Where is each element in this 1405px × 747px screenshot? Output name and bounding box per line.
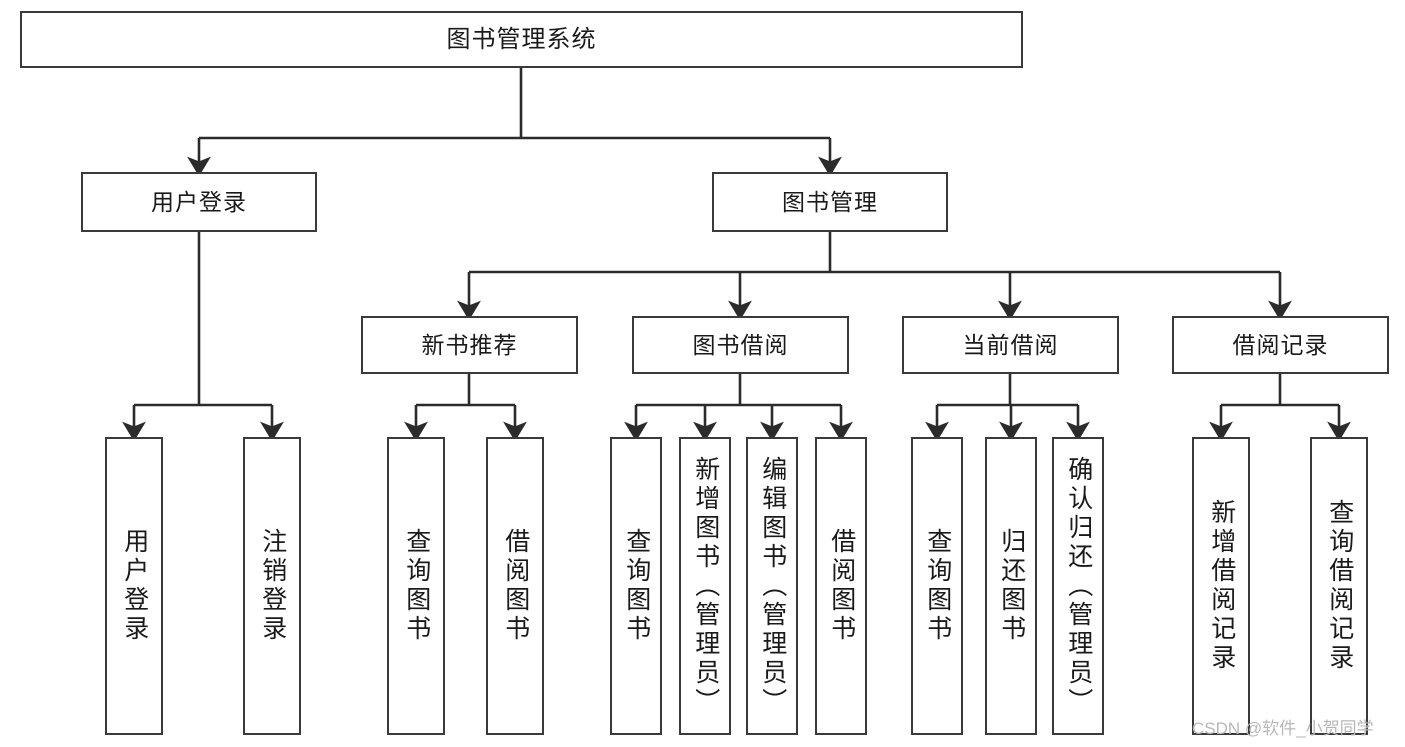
node-leaf-borrow-book[interactable]: 借阅图书 xyxy=(815,437,867,735)
node-borrow-record-label: 借阅记录 xyxy=(1232,331,1329,358)
node-book-borrow-label: 图书借阅 xyxy=(692,331,789,358)
node-user-login-label: 用户登录 xyxy=(151,188,247,215)
csdn-watermark: CSDN @软件_小贺同学 xyxy=(1192,719,1374,738)
node-user-login[interactable]: 用户登录 xyxy=(81,172,317,232)
connectors-current-to-leaves xyxy=(925,374,1090,442)
node-book-management-label: 图书管理 xyxy=(782,188,878,215)
node-book-borrow[interactable]: 图书借阅 xyxy=(632,316,849,374)
node-leaf-query-book-cur-label: 查询图书 xyxy=(923,528,952,644)
node-leaf-edit-book-admin[interactable]: 编辑图书（管理员） xyxy=(746,437,798,735)
node-leaf-query-book-cur[interactable]: 查询图书 xyxy=(911,437,963,735)
node-leaf-confirm-return-admin[interactable]: 确认归还（管理员） xyxy=(1052,437,1104,735)
node-leaf-query-record-label: 查询借阅记录 xyxy=(1325,499,1354,673)
node-leaf-query-book-rec-label: 查询图书 xyxy=(402,528,431,644)
node-leaf-query-book-borrow[interactable]: 查询图书 xyxy=(610,437,662,735)
node-book-management[interactable]: 图书管理 xyxy=(712,172,948,232)
connectors-recommend-to-leaves xyxy=(404,374,527,442)
connectors-record-to-leaves xyxy=(1209,374,1351,442)
node-current-borrow-label: 当前借阅 xyxy=(962,331,1059,358)
node-leaf-borrow-book-label: 借阅图书 xyxy=(827,528,856,644)
node-new-book-recommend[interactable]: 新书推荐 xyxy=(361,316,578,374)
node-leaf-return-book-label: 归还图书 xyxy=(997,528,1026,644)
node-leaf-user-login-label: 用户登录 xyxy=(120,528,149,644)
node-leaf-query-book-borrow-label: 查询图书 xyxy=(622,528,651,644)
node-current-borrow[interactable]: 当前借阅 xyxy=(902,316,1119,374)
node-new-book-recommend-label: 新书推荐 xyxy=(421,331,518,358)
connectors-root-to-level2 xyxy=(187,68,842,177)
node-leaf-query-record[interactable]: 查询借阅记录 xyxy=(1310,437,1368,735)
node-root-label: 图书管理系统 xyxy=(446,25,597,53)
node-leaf-logout-label: 注销登录 xyxy=(258,528,287,644)
node-leaf-add-book-admin[interactable]: 新增图书（管理员） xyxy=(679,437,731,735)
connectors-bookmgmt-to-level3 xyxy=(457,232,1292,321)
node-leaf-add-book-admin-label: 新增图书（管理员） xyxy=(691,455,720,717)
node-leaf-add-record[interactable]: 新增借阅记录 xyxy=(1192,437,1250,735)
connectors-userlogin-to-leaves xyxy=(122,232,284,442)
node-leaf-query-book-rec[interactable]: 查询图书 xyxy=(387,437,445,735)
node-borrow-record[interactable]: 借阅记录 xyxy=(1172,316,1389,374)
node-root-system[interactable]: 图书管理系统 xyxy=(20,11,1023,68)
node-leaf-borrow-book-rec[interactable]: 借阅图书 xyxy=(486,437,544,735)
node-leaf-logout[interactable]: 注销登录 xyxy=(243,437,301,735)
node-leaf-return-book[interactable]: 归还图书 xyxy=(985,437,1037,735)
node-leaf-user-login[interactable]: 用户登录 xyxy=(105,437,163,735)
node-leaf-borrow-book-rec-label: 借阅图书 xyxy=(501,528,530,644)
node-leaf-add-record-label: 新增借阅记录 xyxy=(1207,499,1236,673)
node-leaf-confirm-return-admin-label: 确认归还（管理员） xyxy=(1064,455,1093,717)
connectors-borrow-to-leaves xyxy=(624,374,853,442)
node-leaf-edit-book-admin-label: 编辑图书（管理员） xyxy=(758,455,787,717)
